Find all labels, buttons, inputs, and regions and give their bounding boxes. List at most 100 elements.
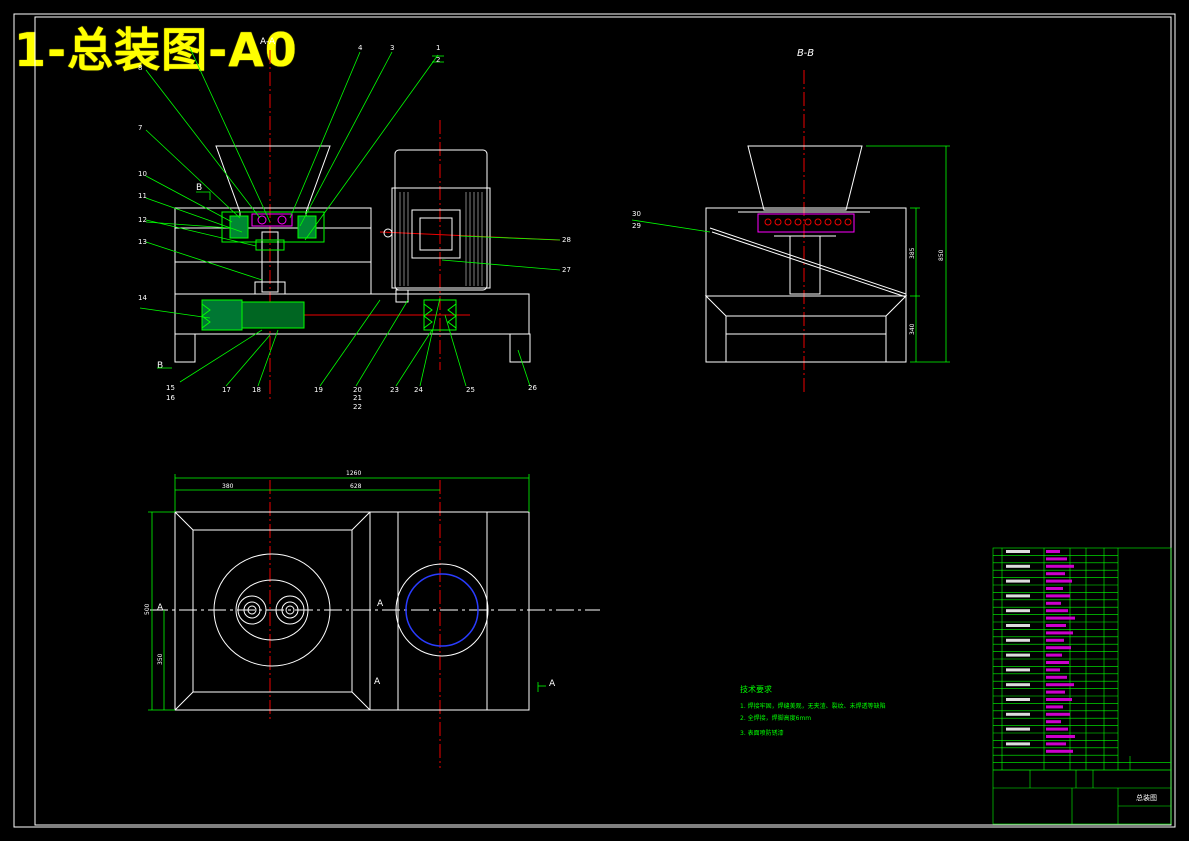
bom-cell-mark	[1006, 564, 1030, 568]
bom-cell-mark	[1046, 557, 1067, 561]
dim-right-width: 628	[350, 483, 362, 490]
callout-23: 23	[390, 386, 399, 394]
bom-cell-mark	[1046, 616, 1075, 620]
bom-cell-mark	[1046, 742, 1066, 746]
callout-30: 30	[632, 210, 641, 218]
bom-cell-mark	[1046, 720, 1061, 724]
callout-15: 15	[166, 384, 175, 392]
dim-side-total: 850	[938, 249, 945, 261]
bom-cell-mark	[1046, 653, 1062, 657]
tech-req-heading: 技术要求	[740, 684, 772, 694]
callout-21: 21	[353, 394, 362, 402]
section-mark-a-bot: A	[374, 677, 381, 687]
bom-cell-mark	[1046, 609, 1068, 613]
bom-cell-mark	[1006, 609, 1030, 613]
dim-height-total: 500	[144, 603, 151, 615]
bom-cell-mark	[1046, 698, 1072, 701]
dim-left-width: 380	[222, 483, 234, 490]
side-view: 850 385 340	[631, 70, 950, 395]
technical-requirements: 技术要求 1. 焊接牢固，焊缝美观，无夹渣、裂纹、未焊透等缺陷 2. 全焊接，焊…	[740, 684, 886, 737]
section-label-bb: B-B	[797, 48, 814, 59]
bom-cell-mark	[1006, 653, 1030, 657]
bom-cell-mark	[1006, 742, 1030, 746]
bom-cell-mark	[1006, 727, 1030, 731]
title-block	[993, 756, 1171, 824]
bom-cell-mark	[1046, 579, 1072, 583]
section-mark-a-left: A	[157, 603, 164, 613]
callout-25: 25	[466, 386, 475, 394]
callout-13: 13	[138, 238, 147, 246]
bom-cell-mark	[1046, 601, 1061, 605]
dim-side-lower: 340	[909, 323, 916, 335]
callout-28: 28	[562, 236, 571, 244]
callout-27: 27	[562, 266, 571, 274]
outer-frame	[13, 13, 1176, 828]
parts-list-table	[992, 547, 1172, 825]
bom-cell-mark	[1006, 683, 1030, 687]
top-view: 1260 380 628 500 350	[144, 470, 600, 768]
callout-20: 20	[353, 386, 362, 394]
bom-cell-mark	[1046, 705, 1063, 709]
tech-req-item-1: 1. 焊接牢固，焊缝美观，无夹渣、裂纹、未焊透等缺陷	[740, 702, 886, 710]
bom-cell-mark	[1046, 668, 1060, 672]
bom-cell-mark	[1006, 638, 1030, 642]
bom-cell-mark	[1006, 712, 1030, 716]
callout-2: 2	[436, 56, 440, 64]
bom-cell-mark	[1046, 594, 1070, 598]
bom-cell-mark	[1006, 624, 1030, 627]
bom-cell-mark	[1046, 735, 1075, 738]
section-mark-b-top: B	[196, 183, 202, 193]
section-mark-a-mid: A	[377, 599, 384, 609]
bom-cell-mark	[1046, 550, 1060, 553]
callout-24: 24	[414, 386, 423, 394]
tech-req-item-2: 2. 全焊接，焊脚高度6mm	[740, 714, 811, 722]
drawing-title: 1-总装图-A0	[14, 23, 298, 77]
callout-11: 11	[138, 192, 147, 200]
bom-cell-mark	[1046, 661, 1069, 664]
bom-cell-mark	[1046, 690, 1065, 694]
bom-cell-mark	[1046, 646, 1071, 650]
callout-14: 14	[138, 294, 147, 302]
callout-4: 4	[358, 44, 363, 52]
bom-cell-mark	[1046, 587, 1063, 590]
bom-cell-mark	[1046, 638, 1064, 642]
bom-cell-mark	[1046, 675, 1067, 679]
bom-cell-mark	[1046, 631, 1073, 635]
callout-22: 22	[353, 403, 362, 411]
callout-8: 8	[138, 64, 142, 72]
callout-3: 3	[390, 44, 394, 52]
bom-cell-mark	[1046, 564, 1074, 568]
callout-1: 1	[436, 44, 440, 52]
bom-cell-mark	[1006, 550, 1030, 553]
callout-26: 26	[528, 384, 537, 392]
callouts: 8 7 10 11 12 13 14 4 3 1 2 15 16 17 18 1…	[138, 44, 641, 411]
bom-cell-mark	[1046, 572, 1065, 576]
bom-cell-mark	[1006, 668, 1030, 672]
callout-12: 12	[138, 216, 147, 224]
section-mark-b-bottom: B	[157, 361, 163, 371]
bom-cell-mark	[1006, 579, 1030, 583]
callout-16: 16	[166, 394, 175, 402]
callout-7: 7	[138, 124, 142, 132]
callout-17: 17	[222, 386, 231, 394]
callout-19: 19	[314, 386, 323, 394]
inner-frame	[34, 16, 1172, 826]
section-mark-a-right: A	[549, 679, 556, 689]
dim-overall-width: 1260	[346, 470, 361, 477]
tech-req-item-3: 3. 表面喷防锈漆	[740, 729, 784, 737]
callout-29: 29	[632, 222, 641, 230]
callout-10: 10	[138, 170, 147, 178]
bom-cell-mark	[1046, 624, 1066, 627]
bom-cell-mark	[1006, 698, 1030, 701]
title-block-name: 总装图	[1136, 793, 1157, 802]
bom-cell-mark	[1046, 712, 1070, 716]
bom-cell-mark	[1046, 683, 1074, 687]
section-label-aa: A-A	[260, 37, 276, 47]
callout-18: 18	[252, 386, 261, 394]
bom-cell-mark	[1046, 727, 1068, 731]
bom-cell-mark	[1046, 749, 1073, 753]
bom-cell-mark	[1006, 594, 1030, 598]
dim-side-upper: 385	[909, 247, 916, 259]
front-view	[174, 50, 561, 400]
